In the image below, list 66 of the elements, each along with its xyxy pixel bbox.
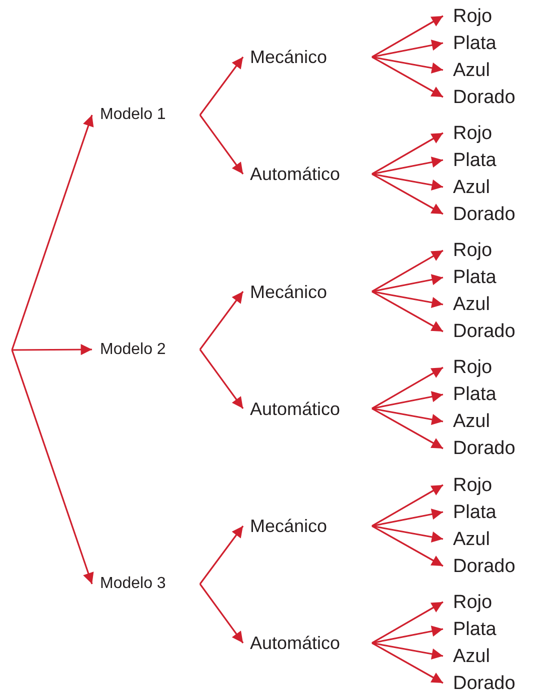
arrow bbox=[372, 366, 444, 410]
arrow bbox=[372, 626, 444, 644]
color-label: Plata bbox=[453, 34, 496, 52]
arrow bbox=[372, 274, 444, 292]
arrow bbox=[372, 290, 444, 332]
color-label: Plata bbox=[453, 268, 496, 287]
arrow bbox=[199, 56, 244, 116]
arrow bbox=[199, 349, 244, 409]
arrow bbox=[372, 601, 444, 644]
color-label: Azul bbox=[453, 412, 490, 431]
arrow bbox=[372, 156, 444, 175]
arrow bbox=[12, 344, 92, 356]
model-label: Modelo 3 bbox=[100, 576, 166, 592]
color-label: Azul bbox=[453, 295, 490, 314]
color-label: Dorado bbox=[453, 88, 516, 106]
color-label: Dorado bbox=[453, 204, 516, 224]
color-label: Azul bbox=[453, 530, 490, 548]
arrow bbox=[372, 250, 444, 292]
color-label: Plata bbox=[453, 620, 496, 638]
arrow bbox=[372, 391, 444, 410]
arrow bbox=[372, 173, 444, 190]
arrow bbox=[372, 408, 444, 450]
color-label: Dorado bbox=[453, 674, 516, 692]
color-label: Azul bbox=[453, 178, 490, 196]
arrow bbox=[199, 526, 244, 584]
arrow bbox=[372, 408, 444, 425]
transmission-label: Mecánico bbox=[250, 48, 328, 66]
transmission-label: Mecánico bbox=[250, 517, 328, 535]
color-label: Rojo bbox=[453, 241, 492, 260]
color-label: Rojo bbox=[453, 6, 492, 26]
arrow bbox=[372, 40, 444, 58]
color-label: Plata bbox=[453, 385, 496, 404]
color-label: Plata bbox=[453, 502, 496, 522]
transmission-label: Mecánico bbox=[250, 282, 328, 300]
arrow bbox=[199, 291, 244, 350]
arrow bbox=[372, 56, 444, 74]
color-label: Rojo bbox=[453, 476, 492, 494]
color-label: Rojo bbox=[453, 124, 492, 142]
arrow bbox=[372, 15, 444, 58]
color-label: Dorado bbox=[453, 322, 516, 341]
arrow bbox=[372, 642, 444, 684]
arrow bbox=[372, 290, 444, 308]
transmission-label: Automático bbox=[250, 634, 340, 652]
color-label: Dorado bbox=[453, 439, 516, 458]
transmission-label: Automático bbox=[250, 165, 340, 183]
arrow bbox=[11, 350, 94, 584]
color-label: Azul bbox=[453, 60, 490, 80]
color-label: Dorado bbox=[453, 556, 516, 576]
color-label: Rojo bbox=[453, 592, 492, 612]
arrow bbox=[11, 114, 94, 350]
arrow bbox=[372, 484, 444, 527]
arrow bbox=[372, 56, 444, 98]
arrow bbox=[372, 173, 444, 215]
arrow bbox=[199, 584, 244, 644]
transmission-label: Automático bbox=[250, 400, 340, 418]
arrow bbox=[372, 508, 444, 527]
color-label: Rojo bbox=[453, 358, 492, 377]
color-label: Azul bbox=[453, 646, 490, 666]
color-label: Plata bbox=[453, 150, 496, 170]
arrow bbox=[372, 132, 444, 175]
arrow bbox=[199, 114, 244, 174]
model-label: Modelo 1 bbox=[100, 107, 166, 123]
arrow bbox=[372, 525, 444, 567]
model-label: Modelo 2 bbox=[100, 342, 166, 358]
arrow bbox=[372, 642, 444, 660]
arrow bbox=[372, 525, 444, 542]
